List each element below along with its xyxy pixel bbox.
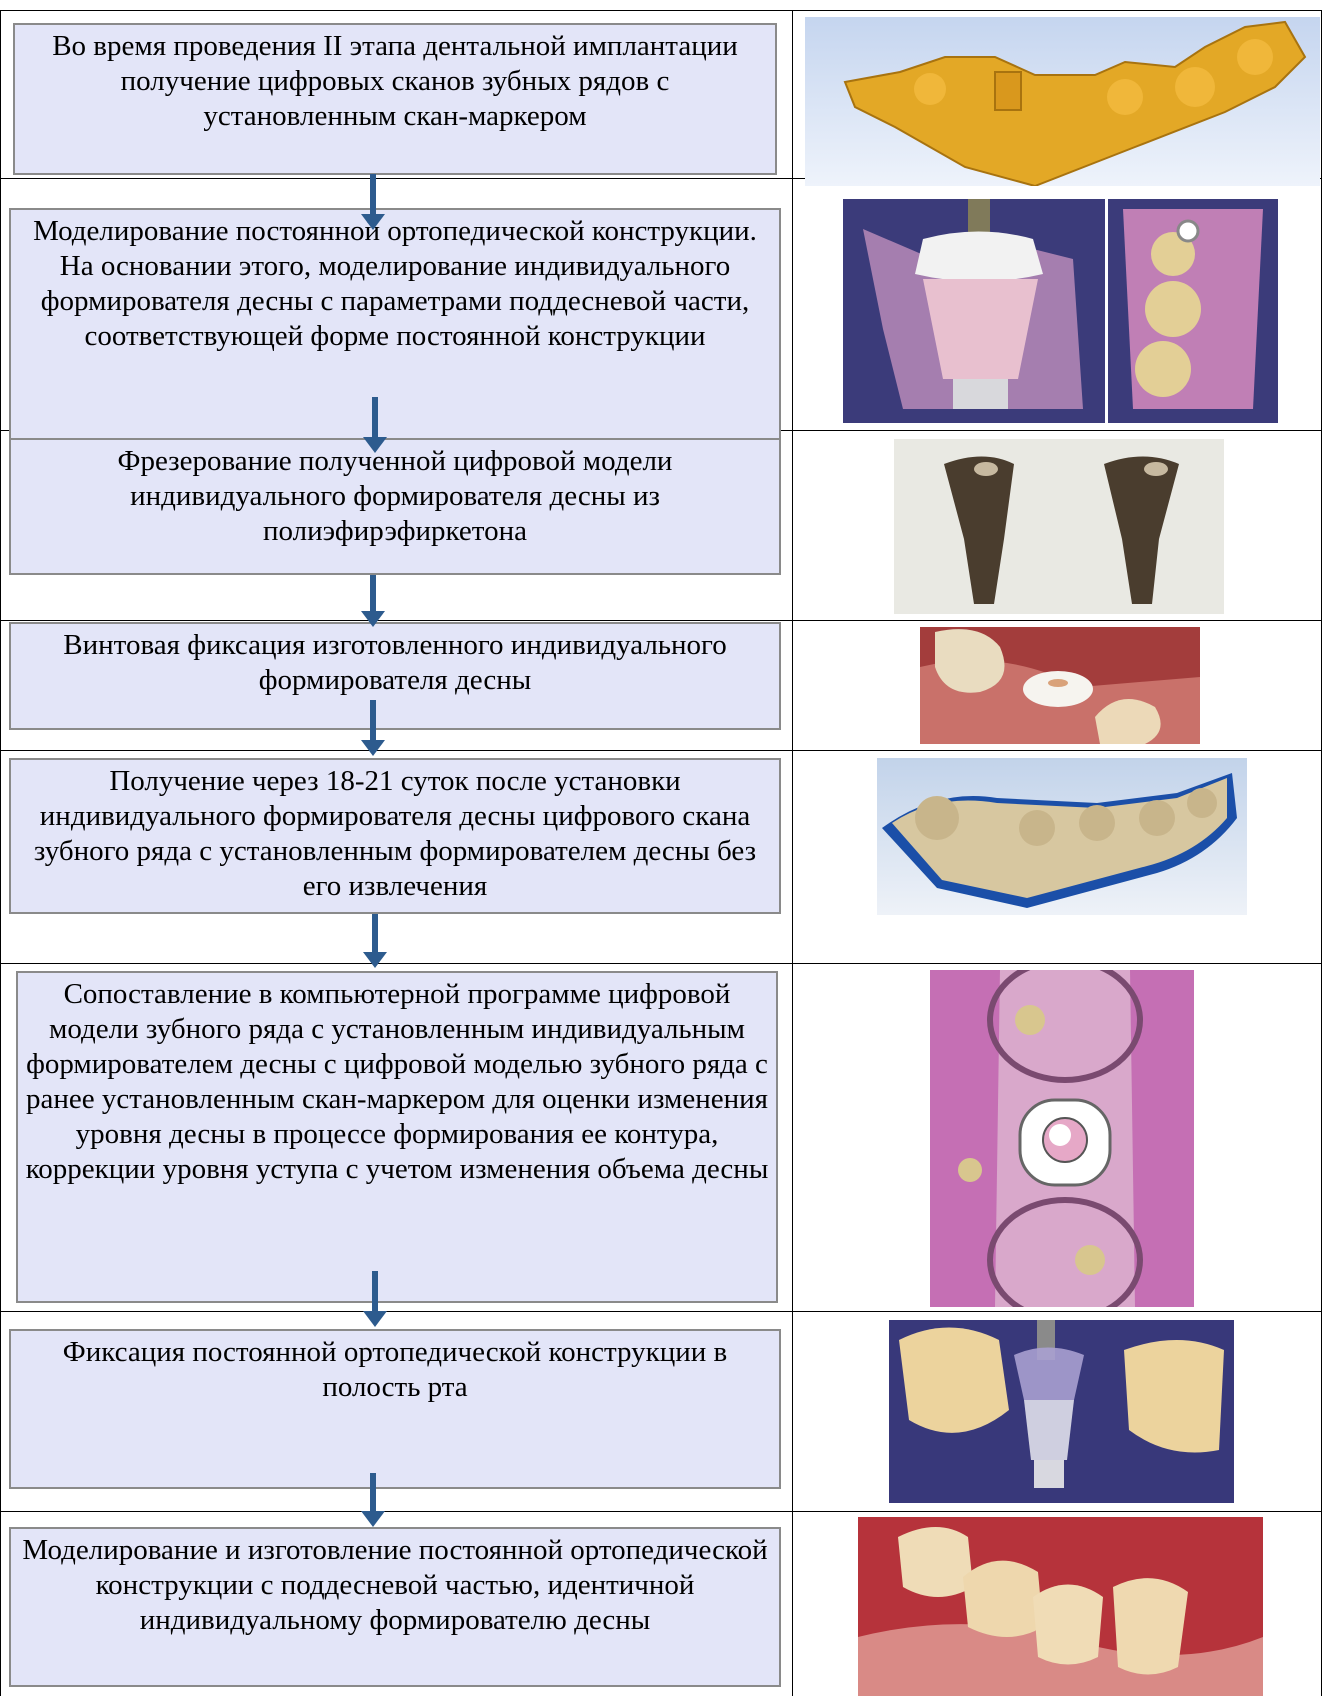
dental-arch-scan-image <box>805 17 1320 186</box>
down-arrow-icon <box>361 1473 385 1527</box>
table-rule <box>0 750 1322 751</box>
milled-peek-abutments-image <box>894 439 1224 614</box>
table-rule <box>792 10 793 1696</box>
step-box-6: Сопоставление в компьютерной программе ц… <box>16 971 778 1303</box>
step-box-7: Фиксация постоянной ортопедической конст… <box>9 1329 781 1489</box>
down-arrow-icon <box>363 1271 387 1327</box>
arch-scan-with-former-image <box>877 758 1247 915</box>
scan-superimposition-image <box>930 970 1194 1307</box>
down-arrow-icon <box>361 174 385 230</box>
down-arrow-icon <box>363 397 387 453</box>
healing-abutment-photo <box>920 627 1200 744</box>
down-arrow-icon <box>361 700 385 756</box>
table-rule <box>0 620 1322 621</box>
step-box-8: Моделирование и изготовление постоянной … <box>9 1527 781 1687</box>
table-rule <box>0 10 1322 11</box>
down-arrow-icon <box>361 575 385 627</box>
table-rule <box>0 10 1 1696</box>
final-crown-model-image <box>889 1320 1234 1503</box>
final-restoration-photo <box>858 1517 1263 1696</box>
step-box-2: Моделирование постоянной ортопедической … <box>9 208 781 440</box>
table-rule <box>0 1511 1322 1512</box>
table-rule <box>0 1311 1322 1312</box>
table-rule <box>0 963 1322 964</box>
step-box-3: Фрезерование полученной цифровой модели … <box>9 438 781 575</box>
crown-and-former-model-image <box>843 199 1278 423</box>
step-box-4: Винтовая фиксация изготовленного индивид… <box>9 622 781 730</box>
step-box-1: Во время проведения II этапа дентальной … <box>13 23 777 175</box>
down-arrow-icon <box>363 914 387 968</box>
step-box-5: Получение через 18-21 суток после устано… <box>9 758 781 914</box>
